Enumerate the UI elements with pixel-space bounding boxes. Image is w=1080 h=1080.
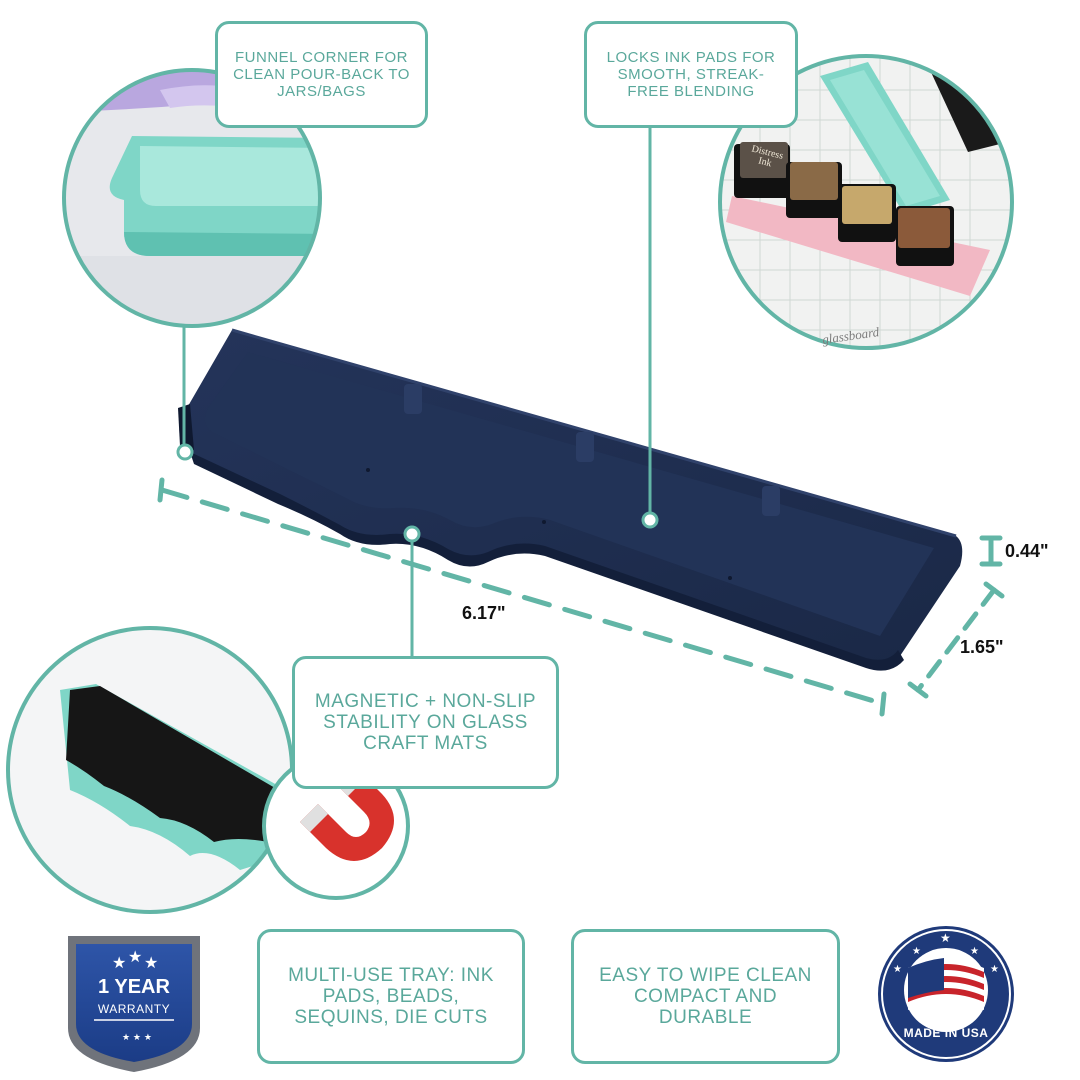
magnetic-text: MAGNETIC + NON-SLIP STABILITY ON GLASS C… (314, 691, 537, 754)
svg-text:★: ★ (912, 946, 921, 957)
leader-dots (176, 443, 659, 543)
svg-text:★: ★ (112, 953, 126, 972)
dimension-length-line (157, 477, 887, 717)
svg-text:★ ★ ★: ★ ★ ★ (122, 1033, 152, 1043)
svg-text:★: ★ (970, 946, 979, 957)
svg-text:★: ★ (128, 947, 142, 966)
multi-use-callout: MULTI-USE TRAY: INK PADS, BEADS, SEQUINS… (257, 929, 525, 1064)
locks-ink-pads-callout: LOCKS INK PADS FOR SMOOTH, STREAK-FREE B… (584, 21, 798, 128)
navy-tray (178, 328, 963, 671)
dimension-height-line (979, 535, 1003, 567)
magnetic-base-photo (6, 626, 294, 914)
ink-pad-3 (838, 184, 896, 242)
svg-text:★: ★ (990, 964, 999, 975)
multi-use-text: MULTI-USE TRAY: INK PADS, BEADS, SEQUINS… (288, 965, 494, 1028)
magnet-icon (262, 748, 410, 900)
us-flag (908, 958, 984, 1010)
funnel-corner-text: FUNNEL CORNER FOR CLEAN POUR-BACK TO JAR… (233, 49, 410, 100)
svg-text:★: ★ (144, 953, 158, 972)
magnetic-callout: MAGNETIC + NON-SLIP STABILITY ON GLASS C… (292, 656, 559, 789)
locks-ink-pads-text: LOCKS INK PADS FOR SMOOTH, STREAK-FREE B… (606, 49, 776, 100)
dimension-height-label: 0.44" (1005, 541, 1049, 561)
dimension-length-label: 6.17" (462, 603, 506, 623)
made-in-usa-text: MADE IN USA (903, 1026, 989, 1040)
leader-lines (182, 128, 652, 660)
warranty-line2: WARRANTY (97, 1002, 171, 1016)
ink-pad-2 (786, 162, 842, 218)
svg-text:★: ★ (940, 931, 951, 945)
made-in-usa-badge: ★ ★ ★ ★ ★ (878, 926, 1014, 1062)
easy-clean-text: EASY TO WIPE CLEAN COMPACT AND DURABLE (599, 965, 812, 1028)
dimension-width-label: 1.65" (960, 637, 1004, 657)
dimension-width-line (907, 581, 1005, 699)
funnel-corner-callout: FUNNEL CORNER FOR CLEAN POUR-BACK TO JAR… (215, 21, 428, 128)
svg-text:★: ★ (893, 964, 902, 975)
ink-pad-4 (896, 206, 954, 266)
warranty-badge: ★ ★ ★ ★ ★ ★ (68, 936, 200, 1072)
easy-clean-callout: EASY TO WIPE CLEAN COMPACT AND DURABLE (571, 929, 840, 1064)
ink-pad-1 (734, 142, 790, 198)
warranty-line1: 1 YEAR (98, 976, 170, 998)
